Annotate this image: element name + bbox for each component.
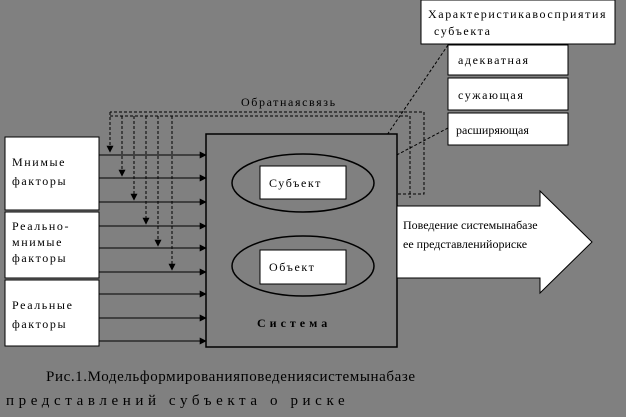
factor-group-real-box <box>4 279 100 347</box>
subject-box <box>259 165 347 200</box>
object-box <box>259 249 347 285</box>
perception-option-expanding: расширяющая <box>456 123 529 137</box>
output-line1: Поведение системынабазе <box>403 218 538 232</box>
object-ellipse <box>231 235 375 297</box>
factor-group-imaginary-box <box>4 136 100 211</box>
factor-group-real-imaginary-box <box>4 211 100 279</box>
perception-option-narrowing: сужающая <box>458 88 524 102</box>
perception-title-line1: Характеристикавосприятия <box>428 7 607 21</box>
factor-group-imaginary-line1: Мнимые <box>12 155 66 169</box>
perception-connector-1 <box>367 44 449 164</box>
feedback-label: Обратнаясвязь <box>241 95 337 109</box>
factor-group-imaginary-line2: факторы <box>12 174 67 188</box>
factor-group-real-imaginary-line1: Реально- <box>12 219 70 233</box>
input-arrows <box>99 151 207 345</box>
feedback-drops <box>106 112 411 271</box>
perception-option-adequate-box <box>447 44 569 76</box>
factor-group-real-line2: факторы <box>12 317 67 331</box>
subject-label: Субъект <box>269 176 322 190</box>
perception-title-box <box>420 0 616 45</box>
caption-line1: Рис.1.Модельформированияповедениясистемы… <box>46 369 416 385</box>
factor-group-real-imaginary-line3: факторы <box>12 251 67 265</box>
object-label: Объект <box>269 260 316 274</box>
perception-option-adequate: адекватная <box>458 53 530 67</box>
factor-group-real-imaginary-line2: мнимые <box>12 235 63 249</box>
caption-line2: представлений субъекта о риске <box>6 393 349 409</box>
subject-ellipse <box>231 153 375 213</box>
perception-title-line2: субъекта <box>434 24 492 38</box>
perception-option-expanding-box <box>447 112 569 146</box>
output-arrow <box>396 189 593 295</box>
system-label: Система <box>257 316 331 330</box>
output-line2: ее представленийориске <box>403 237 527 251</box>
factor-group-real-line1: Реальные <box>12 298 74 312</box>
perception-option-narrowing-box <box>447 77 569 111</box>
feedback-loop-outer <box>110 111 425 195</box>
